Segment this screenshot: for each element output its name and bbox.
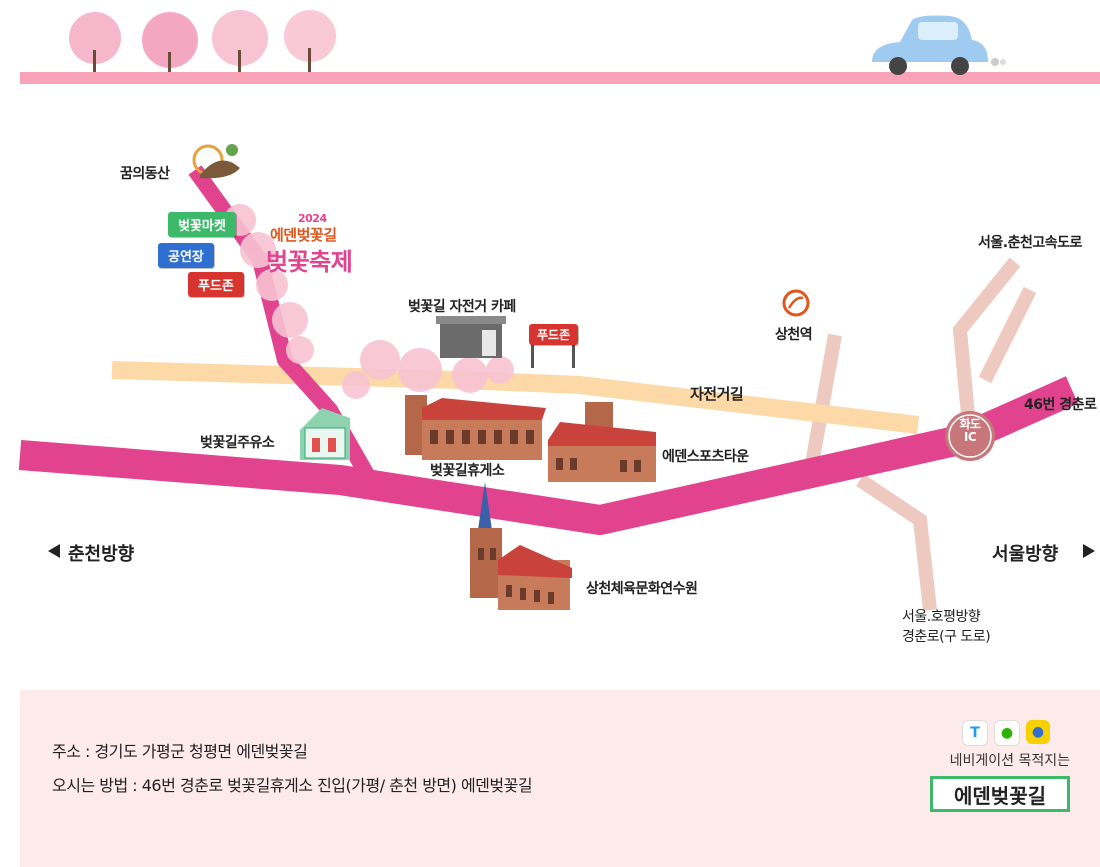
pink-bar — [20, 72, 1100, 84]
label-sports-town: 에덴스포츠타운 — [662, 449, 749, 465]
sign-food-zone-2: 푸드존 — [529, 324, 579, 345]
kakao-map-icon[interactable]: ● — [1026, 720, 1050, 744]
nav-destination: 에덴벚꽃길 — [930, 776, 1070, 812]
label-gas-station: 벚꽃길주유소 — [200, 435, 275, 451]
arrow-right-icon — [1083, 544, 1095, 558]
navigation-apps: T ● ● — [962, 720, 1050, 746]
naver-map-icon[interactable]: ● — [994, 720, 1020, 746]
label-route46: 46번 경춘로 — [1024, 397, 1097, 413]
label-sangcheon-station: 상천역 — [775, 327, 813, 343]
label-dream-park: 꿈의동산 — [120, 166, 170, 182]
label-festival-name: 에덴벚꽃길 — [270, 226, 337, 244]
training-center-building — [470, 482, 572, 610]
map-graphics — [18, 10, 1100, 611]
sports-town-building — [548, 402, 656, 482]
info-panel: 주소 : 경기도 가평군 청평면 에덴벚꽃길 오시는 방법 : 46번 경춘로 … — [20, 690, 1100, 867]
gas-station-icon — [300, 408, 350, 460]
cherry-trees-decoration — [69, 10, 336, 72]
station-icon — [782, 289, 810, 317]
label-to-chuncheon: 춘천방향 — [68, 544, 135, 565]
bike-cafe-icon — [436, 316, 506, 358]
directions-text: 오시는 방법 : 46번 경춘로 벚꽃길휴게소 진입(가평/ 춘천 방면) 에덴… — [52, 776, 533, 795]
label-training-center: 상천체육문화연수원 — [586, 581, 698, 597]
tmap-icon[interactable]: T — [962, 720, 988, 746]
festival-map: 꿈의동산 2024 에덴벚꽃길 벚꽃축제 벚꽃마켓 공연장 푸드존 푸드존 벚꽃… — [18, 10, 1100, 645]
address-text: 주소 : 경기도 가평군 청평면 에덴벚꽃길 — [52, 742, 308, 761]
sign-food-zone-1: 푸드존 — [188, 272, 244, 297]
sign-blossom-market: 벚꽃마켓 — [168, 212, 236, 237]
dream-park-icon — [192, 144, 240, 179]
food-zone-2-posts — [531, 340, 575, 368]
label-rest-area: 벚꽃길휴게소 — [430, 463, 505, 479]
label-old-road: 경춘로(구 도로) — [902, 629, 991, 645]
sign-stage: 공연장 — [158, 243, 214, 268]
hwado-ic-marker — [945, 411, 995, 461]
arrow-left-icon — [48, 544, 60, 558]
label-hopyeong-direction: 서울.호평방향 — [902, 609, 981, 625]
nav-caption: 네비게이션 목적지는 — [949, 753, 1070, 769]
label-to-seoul: 서울방향 — [992, 544, 1059, 565]
label-hwado-ic: 화도 IC — [959, 417, 981, 444]
label-festival-title: 벚꽃축제 — [266, 248, 353, 276]
label-festival-year: 2024 — [298, 212, 327, 225]
label-bike-cafe: 벚꽃길 자전거 카페 — [408, 299, 516, 315]
car-icon — [872, 15, 1006, 75]
label-expressway: 서울.춘천고속도로 — [978, 235, 1082, 251]
bike-road — [111, 361, 920, 434]
rest-area-building — [405, 395, 546, 460]
label-bike-road: 자전거길 — [690, 385, 744, 403]
route-46-road — [18, 376, 1079, 535]
